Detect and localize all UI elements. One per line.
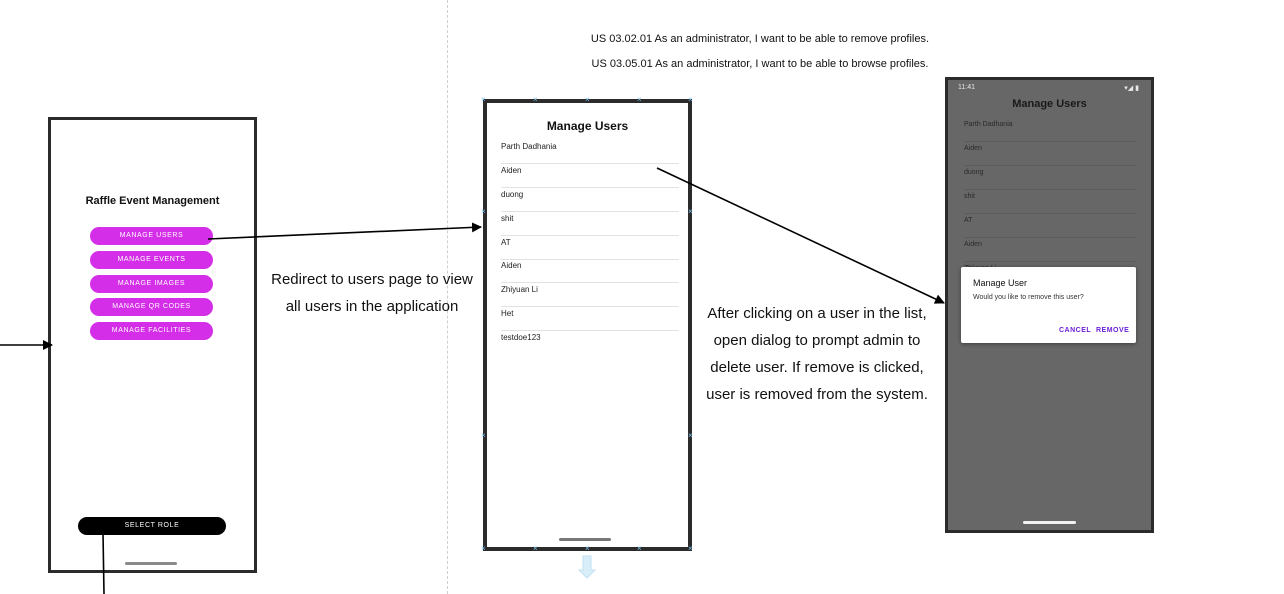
user-list-item[interactable]: Parth Dadhania xyxy=(501,139,679,164)
caption-dialog-line-4: user is removed from the system. xyxy=(706,386,928,403)
selection-handle-icon[interactable]: × xyxy=(585,544,590,553)
status-icons: ▾◢ ▮ xyxy=(1124,85,1139,92)
arrow-to-dialog xyxy=(656,167,945,304)
caption-dialog-line-2: open dialog to prompt admin to xyxy=(713,332,921,349)
selection-handle-icon[interactable]: × xyxy=(481,431,486,440)
user-list-item[interactable]: shit xyxy=(964,189,1136,214)
selection-handle-icon[interactable]: × xyxy=(637,95,642,104)
manage-images-button[interactable]: MANAGE IMAGES xyxy=(90,275,213,293)
manage-events-button[interactable]: MANAGE EVENTS xyxy=(90,251,213,269)
user-list-item[interactable]: Aiden xyxy=(501,258,679,283)
caption-redirect-line-2: all users in the application xyxy=(285,298,459,315)
caption-redirect: Redirect to users page to view all users… xyxy=(262,266,482,320)
user-list-item[interactable]: testdoe123 xyxy=(501,333,541,342)
manage-user-dialog: Manage User Would you like to remove thi… xyxy=(961,267,1136,343)
manage-users-phone: Manage Users Parth Dadhania Aiden duong … xyxy=(483,99,692,551)
status-time: 11:41 xyxy=(958,84,975,91)
user-list-item[interactable]: AT xyxy=(964,213,1136,238)
user-list-item[interactable]: duong xyxy=(501,187,679,212)
selection-handle-icon[interactable]: × xyxy=(688,544,693,553)
user-list-item[interactable]: Aiden xyxy=(501,163,679,188)
home-indicator xyxy=(125,562,177,565)
select-role-button[interactable]: SELECT ROLE xyxy=(78,517,226,535)
selection-handle-icon[interactable]: × xyxy=(688,207,693,216)
dialog-message: Would you like to remove this user? xyxy=(973,294,1084,301)
user-list-item[interactable]: AT xyxy=(501,235,679,260)
caption-dialog-line-1: After clicking on a user in the list, xyxy=(707,305,927,322)
page-title: Manage Users xyxy=(546,119,629,133)
user-list-item[interactable]: Aiden xyxy=(964,237,1136,262)
user-list-item[interactable]: Het xyxy=(501,306,679,331)
user-story-remove: US 03.02.01 As an administrator, I want … xyxy=(590,33,930,45)
arrow-to-manage-users xyxy=(207,222,482,240)
caption-dialog: After clicking on a user in the list, op… xyxy=(698,300,936,408)
cancel-button[interactable]: CANCEL xyxy=(1059,327,1092,334)
selection-handle-icon[interactable]: × xyxy=(688,95,693,104)
selection-handle-icon[interactable]: × xyxy=(481,544,486,553)
user-list-item[interactable]: shit xyxy=(501,211,679,236)
selection-handle-icon[interactable]: × xyxy=(533,544,538,553)
dialog-title: Manage User xyxy=(973,278,1028,288)
selection-handle-icon[interactable]: × xyxy=(481,95,486,104)
remove-user-dialog-phone: 11:41 ▾◢ ▮ Manage Users Parth Dadhania A… xyxy=(945,77,1154,533)
selection-handle-icon[interactable]: × xyxy=(533,95,538,104)
selection-handle-icon[interactable]: × xyxy=(585,95,590,104)
manage-users-button[interactable]: MANAGE USERS xyxy=(90,227,213,245)
selection-handle-icon[interactable]: × xyxy=(481,207,486,216)
user-list-item[interactable]: duong xyxy=(964,165,1136,190)
home-indicator xyxy=(559,538,611,541)
selection-handle-icon[interactable]: × xyxy=(637,544,642,553)
user-story-browse: US 03.05.01 As an administrator, I want … xyxy=(591,58,929,70)
home-indicator xyxy=(1023,521,1076,524)
user-list-item[interactable]: Parth Dadhania xyxy=(964,117,1136,142)
caption-dialog-line-3: delete user. If remove is clicked, xyxy=(710,359,924,376)
caption-redirect-line-1: Redirect to users page to view xyxy=(271,271,473,288)
scroll-down-arrow-icon xyxy=(577,555,597,579)
page-title: Manage Users xyxy=(1012,98,1087,110)
user-list-item[interactable]: Zhiyuan Li xyxy=(501,282,679,307)
admin-menu-phone: Raffle Event Management MANAGE USERS MAN… xyxy=(48,117,257,573)
section-divider xyxy=(447,0,448,594)
connector-select-role xyxy=(102,532,105,594)
remove-button[interactable]: REMOVE xyxy=(1096,327,1130,334)
app-title: Raffle Event Management xyxy=(85,195,220,207)
selection-handle-icon[interactable]: × xyxy=(688,431,693,440)
user-list-item[interactable]: Aiden xyxy=(964,141,1136,166)
manage-facilities-button[interactable]: MANAGE FACILITIES xyxy=(90,322,213,340)
manage-qr-codes-button[interactable]: MANAGE QR CODES xyxy=(90,298,213,316)
